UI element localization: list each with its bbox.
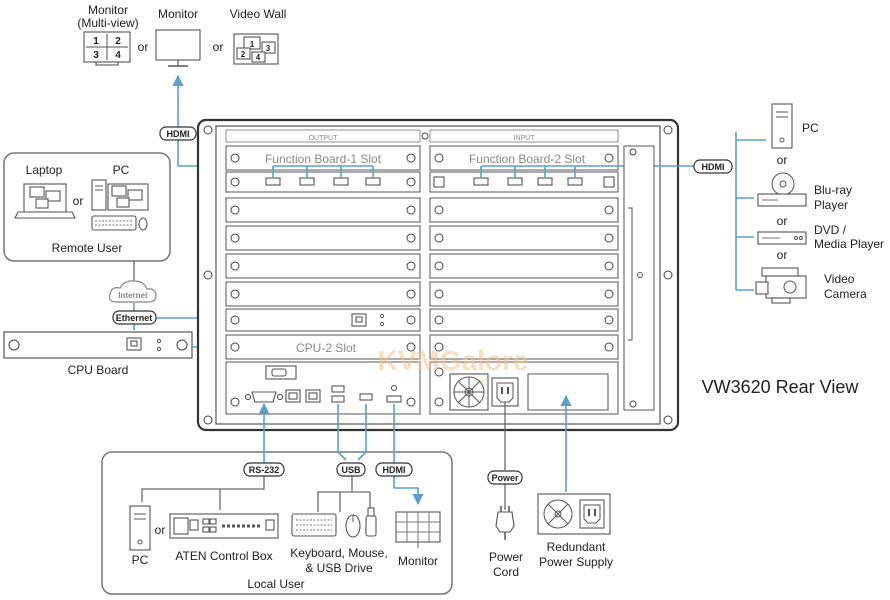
source-camera: Video Camera: [755, 267, 867, 304]
internet-cloud: Internet: [109, 280, 157, 303]
power-cord-plug: Power Cord: [489, 506, 523, 579]
usb-tag: USB: [336, 462, 366, 477]
or-1: or: [138, 40, 149, 54]
svg-text:Power: Power: [491, 473, 519, 483]
output-label: OUTPUT: [309, 135, 339, 142]
keyboard-mouse-usb: Keyboard, Mouse, & USB Drive: [290, 507, 388, 575]
psu-ac-inlet: [491, 377, 519, 407]
source-or-1: or: [777, 153, 788, 167]
input-label: INPUT: [514, 135, 536, 142]
vw-cell-2: 2: [241, 50, 246, 59]
local-monitor-label: Monitor: [398, 554, 438, 568]
cpu-2-slot: CPU-2 Slot: [296, 341, 357, 355]
multiview-monitor: Monitor (Multi-view) 1 2 3 4: [77, 3, 139, 66]
function-board-2-slot: Function Board-2 Slot: [469, 152, 586, 166]
rear-view-title: VW3620 Rear View: [702, 377, 860, 397]
local-pc: PC: [129, 505, 151, 567]
video-wall: Video Wall 1 3 2 4: [230, 7, 287, 65]
power-cord-label-1: Power: [489, 550, 523, 564]
mv-cell-4: 4: [115, 50, 121, 61]
svg-text:HDMI: HDMI: [702, 162, 725, 172]
local-monitor: Monitor: [395, 511, 441, 568]
kbm-label-2: & USB Drive: [305, 561, 373, 575]
power-tag: Power: [487, 470, 523, 485]
source-or-2: or: [777, 214, 788, 228]
mv-cell-1: 1: [93, 36, 99, 47]
laptop-label: Laptop: [26, 163, 63, 177]
svg-text:RS-232: RS-232: [249, 465, 280, 475]
svg-text:HDMI: HDMI: [167, 129, 190, 139]
kbm-label-1: Keyboard, Mouse,: [290, 546, 387, 560]
aten-control-box: ATEN Control Box: [169, 513, 279, 563]
local-pc-label: PC: [132, 553, 149, 567]
monitor-label: Monitor: [158, 7, 198, 21]
hdmi-tag-local: HDMI: [375, 462, 413, 477]
cpu-board: CPU Board: [3, 331, 193, 377]
remote-user-group: Laptop PC or Remote User: [3, 152, 171, 262]
remote-user-label: Remote User: [52, 241, 123, 255]
source-pc: PC: [771, 103, 819, 149]
local-or: or: [155, 523, 166, 537]
rs232-tag: RS-232: [243, 462, 285, 477]
vw-cell-3: 3: [266, 44, 271, 53]
source-or-3: or: [777, 248, 788, 262]
videowall-label: Video Wall: [230, 7, 287, 21]
vw-cell-4: 4: [256, 53, 261, 62]
watermark: KVMGalore: [378, 345, 529, 376]
ethernet-tag: Ethernet: [112, 310, 157, 325]
redundant-label-2: Power Supply: [539, 555, 613, 569]
cpu-board-label: CPU Board: [68, 363, 129, 377]
svg-text:USB: USB: [341, 465, 361, 475]
multiview-label: Monitor: [88, 3, 128, 17]
power-cord-label-2: Cord: [493, 565, 519, 579]
mv-cell-2: 2: [115, 36, 121, 47]
hdmi-tag-output: HDMI: [159, 126, 197, 141]
right-blank-slots: [429, 197, 619, 360]
function-board-1-slot: Function Board-1 Slot: [265, 152, 382, 166]
camera-label-2: Camera: [824, 287, 867, 301]
source-dvd: DVD / Media Player: [757, 223, 884, 251]
lan-ports: [285, 389, 321, 403]
hdmi-port-local: [386, 385, 402, 403]
multiview-sub-label: (Multi-view): [77, 16, 138, 30]
mv-cell-3: 3: [93, 50, 99, 61]
svg-text:Ethernet: Ethernet: [116, 313, 153, 323]
bluray-label-2: Player: [814, 198, 848, 212]
hdmi-tag-input: HDMI: [693, 159, 733, 174]
psu-fan: [449, 373, 489, 411]
bluray-label-1: Blu-ray: [814, 183, 852, 197]
dvd-label-1: DVD /: [814, 223, 847, 237]
vw3620-chassis: OUTPUT INPUT Function Board-1 Slot Funct…: [196, 118, 700, 432]
source-pc-label: PC: [802, 121, 819, 135]
single-monitor: Monitor: [155, 7, 201, 67]
left-blank-slots: [225, 197, 421, 307]
svg-text:Internet: Internet: [118, 291, 148, 300]
dvd-label-2: Media Player: [814, 237, 884, 251]
camera-label-1: Video: [824, 272, 855, 286]
usb-ports: [331, 385, 373, 403]
control-box-label: ATEN Control Box: [175, 549, 272, 563]
svg-text:HDMI: HDMI: [383, 465, 406, 475]
rs232-port: [245, 391, 283, 403]
redundant-power-supply: Redundant Power Supply: [537, 493, 613, 569]
vw-cell-1: 1: [250, 40, 255, 49]
remote-or: or: [73, 194, 84, 208]
or-2: or: [213, 40, 224, 54]
local-user-label: Local User: [247, 577, 304, 591]
redundant-label-1: Redundant: [547, 540, 606, 554]
source-bluray: Blu-ray Player: [757, 172, 852, 212]
remote-pc-label: PC: [113, 163, 130, 177]
